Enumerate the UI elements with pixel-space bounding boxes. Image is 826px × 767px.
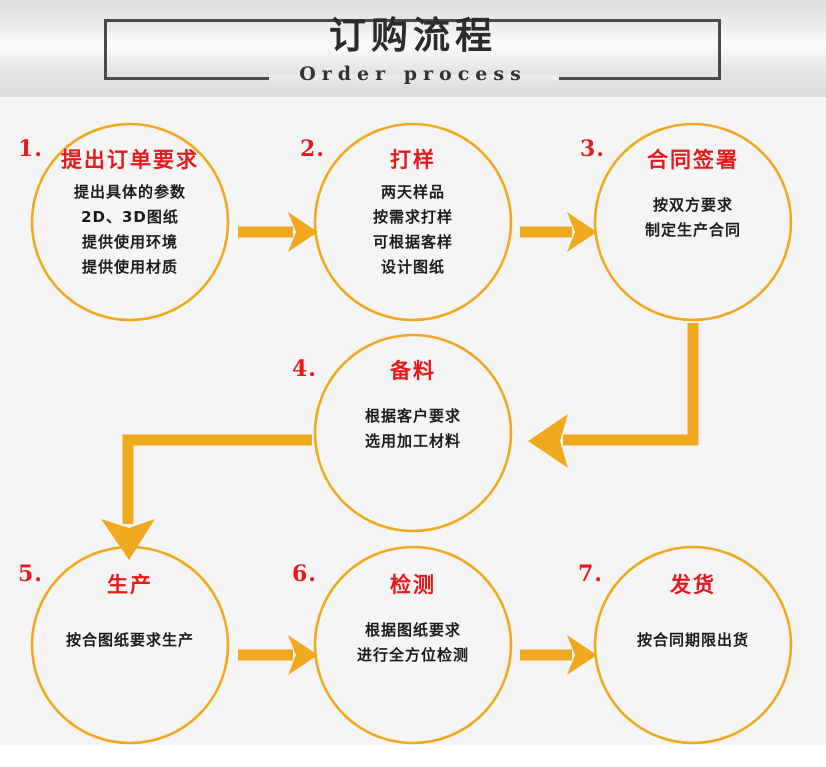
flow-node-4[interactable]: 备料 根据客户要求 选用加工材料 <box>315 358 511 454</box>
node-3-detail: 按双方要求 制定生产合同 <box>595 193 791 243</box>
node-1-line-3: 提供使用环境 <box>81 233 178 251</box>
arrow-3-to-4-icon <box>528 323 699 468</box>
step-number-6: 6. <box>292 561 317 587</box>
flow-node-3[interactable]: 合同签署 按双方要求 制定生产合同 <box>595 147 791 243</box>
arrow-6-to-7-icon <box>520 635 597 675</box>
arrow-4-to-5-icon <box>101 434 312 560</box>
flow-node-7[interactable]: 发货 按合同期限出货 <box>595 572 791 653</box>
node-3-line-1: 按双方要求 <box>652 196 733 214</box>
node-1-line-1: 提出具体的参数 <box>73 183 186 201</box>
node-circle-6[interactable] <box>313 545 513 745</box>
node-4-detail: 根据客户要求 选用加工材料 <box>315 404 511 454</box>
node-7-line-1: 按合同期限出货 <box>636 631 749 649</box>
node-circle-4[interactable] <box>313 333 513 533</box>
node-6-line-2: 进行全方位检测 <box>356 646 469 664</box>
node-7-title: 发货 <box>670 573 716 597</box>
page-title: 订购流程 <box>329 14 497 57</box>
node-1-line-4: 提供使用材质 <box>81 258 178 276</box>
arrow-5-to-6-icon <box>238 635 318 675</box>
step-number-3: 3. <box>580 136 605 162</box>
node-3-title: 合同签署 <box>647 148 739 172</box>
node-2-line-1: 两天样品 <box>380 183 445 201</box>
node-2-title: 打样 <box>390 148 436 172</box>
flow-node-2[interactable]: 打样 两天样品 按需求打样 可根据客样 设计图纸 <box>315 147 511 280</box>
page-subtitle: Order process <box>299 63 527 85</box>
node-1-line-2: 2D、3D图纸 <box>81 208 179 226</box>
node-1-title: 提出订单要求 <box>61 148 199 172</box>
step-number-1: 1. <box>18 136 43 162</box>
node-1-detail: 提出具体的参数 2D、3D图纸 提供使用环境 提供使用材质 <box>32 180 228 280</box>
node-3-line-2: 制定生产合同 <box>644 221 741 239</box>
flow-node-1[interactable]: 提出订单要求 提出具体的参数 2D、3D图纸 提供使用环境 提供使用材质 <box>32 147 228 280</box>
node-5-line-1: 按合图纸要求生产 <box>65 631 194 649</box>
header-frame-bottom-gap <box>269 75 559 85</box>
node-5-detail: 按合图纸要求生产 <box>32 628 228 653</box>
arrow-2-to-3-icon <box>520 212 597 252</box>
node-7-detail: 按合同期限出货 <box>595 628 791 653</box>
flow-node-5[interactable]: 生产 按合图纸要求生产 <box>32 572 228 653</box>
node-2-line-2: 按需求打样 <box>372 208 453 226</box>
node-4-title: 备料 <box>390 359 436 383</box>
arrow-1-to-2-icon <box>238 212 318 252</box>
node-6-title: 检测 <box>390 573 436 597</box>
node-6-detail: 根据图纸要求 进行全方位检测 <box>315 618 511 668</box>
node-circle-7[interactable] <box>593 545 793 745</box>
node-circle-3[interactable] <box>593 122 793 322</box>
step-number-2: 2. <box>300 136 325 162</box>
node-4-line-2: 选用加工材料 <box>364 432 461 450</box>
flow-node-6[interactable]: 检测 根据图纸要求 进行全方位检测 <box>315 572 511 668</box>
node-2-detail: 两天样品 按需求打样 可根据客样 设计图纸 <box>315 180 511 280</box>
step-number-7: 7. <box>578 561 603 587</box>
bottom-white-strip <box>0 745 826 767</box>
node-circle-2[interactable] <box>313 122 513 322</box>
node-6-line-1: 根据图纸要求 <box>364 621 461 639</box>
node-circle-1[interactable] <box>30 122 230 322</box>
node-5-title: 生产 <box>107 573 153 597</box>
step-number-5: 5. <box>18 561 43 587</box>
node-4-line-1: 根据客户要求 <box>364 407 461 425</box>
node-2-line-3: 可根据客样 <box>372 233 453 251</box>
step-number-4: 4. <box>292 356 317 382</box>
node-2-line-4: 设计图纸 <box>380 258 445 276</box>
